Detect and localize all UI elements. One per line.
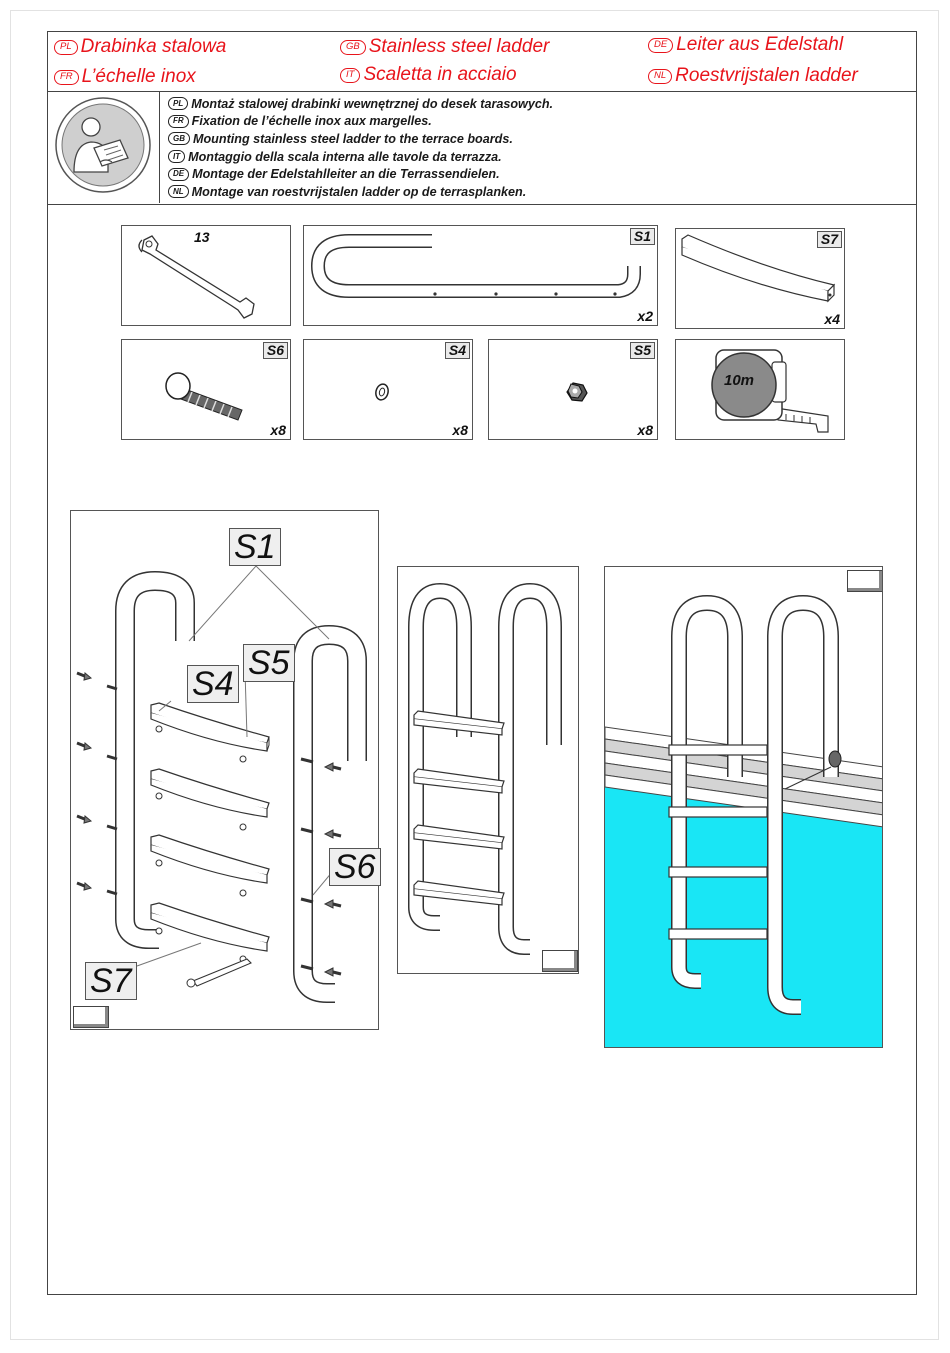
instruction-gb: GB Mounting stainless steel ladder to th… [168, 130, 553, 148]
step-icon [681, 234, 836, 303]
step-number-box-2 [542, 950, 578, 972]
read-manual-icon [55, 97, 151, 193]
handrail-icon [310, 234, 641, 298]
title-pl: PL Drabinka stalowa [54, 36, 226, 58]
instruction-list: PL Montaż stalowej drabinki wewnętrznej … [168, 95, 553, 201]
read-manual-cell [48, 92, 160, 203]
part-id-s6: S6 [262, 342, 288, 359]
step-2-panel [397, 566, 579, 974]
part-id-s5: S5 [629, 342, 655, 359]
nut-icon [566, 382, 588, 402]
part-qty-s1: x2 [637, 308, 653, 324]
lang-badge-nl: NL [648, 68, 673, 84]
instruction-fr: FR Fixation de l’échelle inox aux margel… [168, 113, 553, 131]
part-s5-nut: S5 x8 [488, 339, 658, 440]
exploded-step-2 [150, 768, 270, 818]
instruction-de: DE Montage der Edelstahlleiter an die Te… [168, 165, 553, 183]
title-fr: FR L’échelle inox [54, 66, 196, 88]
callout-s5: S5 [243, 644, 295, 682]
lang-badge-de: DE [648, 37, 674, 53]
lang-badge-pl: PL [54, 39, 78, 55]
title-de: DE Leiter aus Edelstahl [648, 34, 843, 56]
part-s6-bolt: S6 x8 [121, 339, 291, 440]
lang-badge-pl: PL [168, 97, 189, 111]
instruction-text-nl: Montage van roestvrijstalen ladder op de… [191, 184, 527, 199]
lang-badge-fr: FR [168, 114, 189, 128]
part-id-s1: S1 [629, 228, 655, 245]
bolt-icon [165, 372, 243, 421]
title-text-pl: Drabinka stalowa [80, 36, 227, 57]
wrench-size: 13 [194, 229, 210, 245]
title-text-fr: L’échelle inox [81, 66, 196, 87]
instruction-it: IT Montaggio della scala interna alle ta… [168, 148, 553, 166]
exploded-step-4 [150, 902, 270, 952]
instruction-sheet: PL Drabinka stalowa GB Stainless steel l… [47, 31, 917, 1295]
part-qty-s4: x8 [452, 422, 468, 438]
step-3-panel [604, 566, 883, 1048]
part-qty-s6: x8 [270, 422, 286, 438]
callout-s6: S6 [329, 848, 381, 886]
instruction-pl: PL Montaż stalowej drabinki wewnętrznej … [168, 95, 553, 113]
step-number-box-3 [847, 570, 882, 592]
instruction-text-de: Montage der Edelstahlleiter an die Terra… [192, 167, 500, 182]
instruction-row: PL Montaż stalowej drabinki wewnętrznej … [48, 92, 916, 205]
title-text-gb: Stainless steel ladder [368, 36, 550, 57]
washer-icon [375, 383, 389, 401]
exploded-step-1 [150, 702, 270, 752]
part-qty-s5: x8 [637, 422, 653, 438]
lang-badge-it: IT [340, 67, 361, 83]
part-id-s7: S7 [816, 231, 842, 248]
step-number-box-1 [73, 1006, 109, 1028]
lang-badge-nl: NL [168, 185, 189, 199]
instruction-text-pl: Montaż stalowej drabinki wewnętrznej do … [191, 96, 554, 111]
assembled-ladder-diagram [408, 582, 562, 955]
lang-badge-gb: GB [340, 39, 366, 55]
title-text-de: Leiter aus Edelstahl [676, 34, 844, 55]
part-s7-step: S7 x4 [675, 228, 845, 329]
part-qty-s7: x4 [824, 311, 840, 327]
title-gb: GB Stainless steel ladder [340, 36, 549, 58]
lang-badge-fr: FR [54, 69, 79, 85]
page-sheet [10, 10, 939, 1340]
exploded-step-3 [150, 834, 270, 884]
title-text-nl: Roestvrijstalen ladder [675, 65, 858, 86]
instruction-text-it: Montaggio della scala interna alle tavol… [188, 149, 502, 164]
exploded-assembly-diagram [76, 565, 367, 1003]
instruction-text-gb: Mounting stainless steel ladder to the t… [193, 131, 513, 146]
part-s4-washer: S4 x8 [303, 339, 473, 440]
callout-s7: S7 [85, 962, 137, 1000]
instruction-nl: NL Montage van roestvrijstalen ladder op… [168, 183, 553, 201]
tape-measure-icon [711, 349, 829, 433]
mounted-ladder-diagram [605, 594, 882, 1047]
tape-length-label: 10m [724, 372, 755, 389]
title-nl: NL Roestvrijstalen ladder [648, 65, 858, 87]
lang-badge-it: IT [168, 150, 186, 164]
part-tape-measure: 10m [675, 339, 845, 440]
lang-badge-de: DE [168, 167, 190, 181]
part-id-s4: S4 [444, 342, 470, 359]
part-s1-handrail: S1 x2 [303, 225, 658, 326]
callout-s1: S1 [229, 528, 281, 566]
part-wrench: 13 [121, 225, 291, 326]
callout-s4: S4 [187, 665, 239, 703]
title-text-it: Scaletta in acciaio [363, 64, 517, 85]
title-row: PL Drabinka stalowa GB Stainless steel l… [48, 32, 916, 92]
wrench-icon [138, 235, 255, 319]
step-1-panel: S1 S4 S5 S6 S7 [70, 510, 381, 1030]
title-it: IT Scaletta in acciaio [340, 64, 517, 86]
lang-badge-gb: GB [168, 132, 190, 146]
instruction-text-fr: Fixation de l’échelle inox aux margelles… [191, 114, 432, 129]
